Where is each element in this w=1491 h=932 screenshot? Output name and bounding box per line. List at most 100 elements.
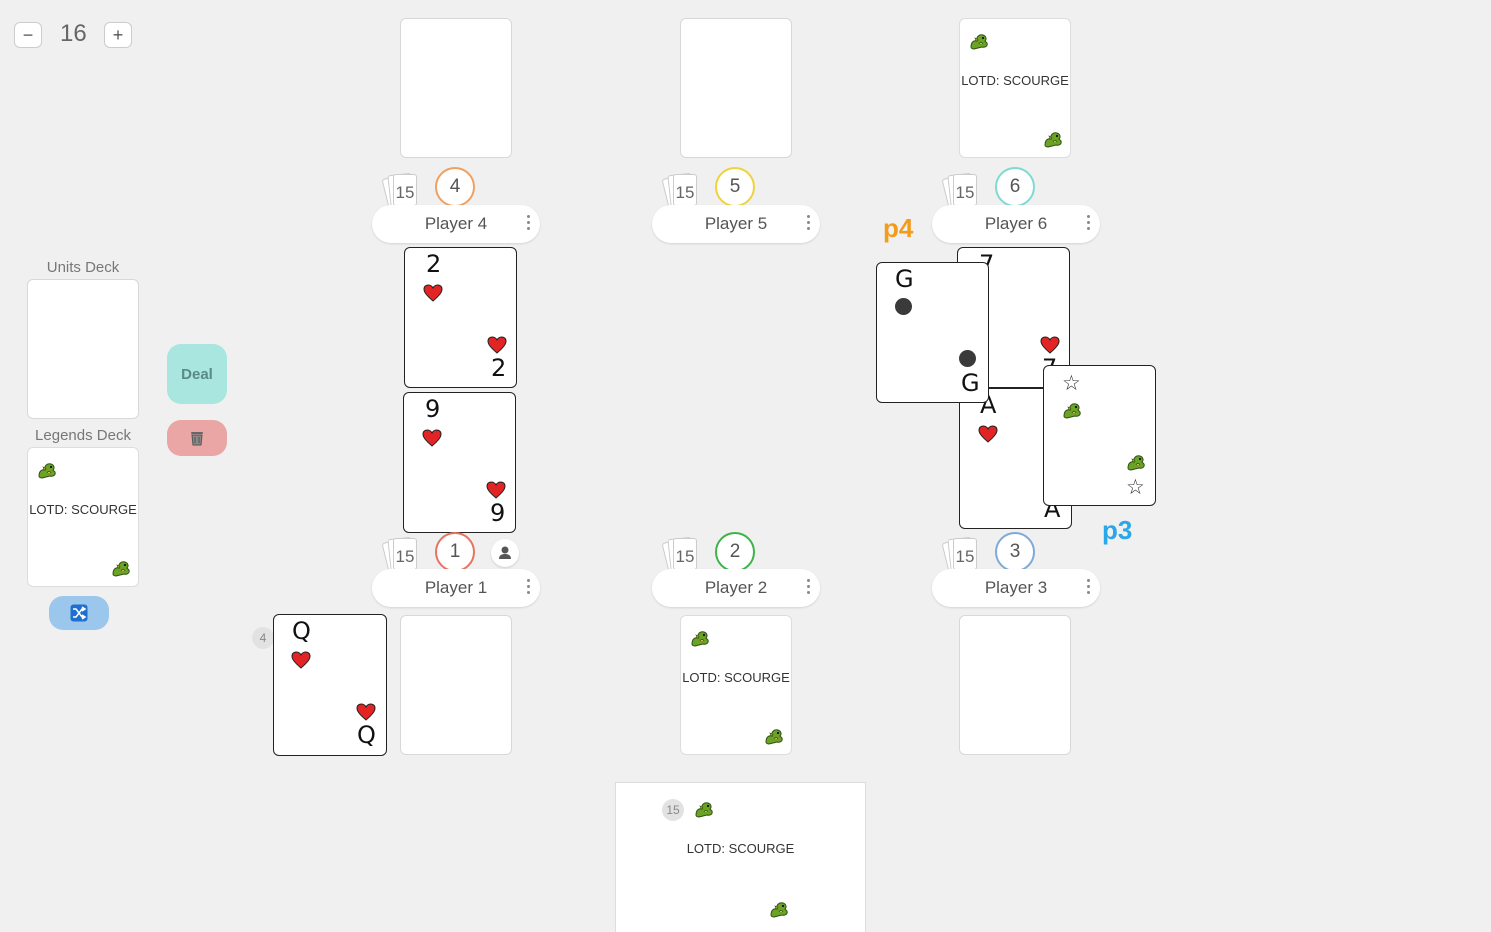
player1-name: Player 1 xyxy=(424,578,488,597)
hand-count-number: 15 xyxy=(395,547,415,566)
dragon-icon xyxy=(1042,129,1064,149)
player5-seat-badge: 5 xyxy=(715,167,755,207)
card-g-unit[interactable]: G G xyxy=(876,262,989,403)
dragon-icon xyxy=(110,558,132,578)
black-dot-icon xyxy=(895,298,912,315)
player5-name: Player 5 xyxy=(704,214,768,233)
p4-marker-label: p4 xyxy=(883,213,914,243)
player5-menu-icon[interactable] xyxy=(807,215,811,233)
heart-icon xyxy=(486,481,506,499)
card-rank: Q xyxy=(357,721,376,749)
player6-seat-badge: 6 xyxy=(995,167,1035,207)
heart-icon xyxy=(291,651,311,669)
player4-seat-badge: 4 xyxy=(435,167,475,207)
card-nine-of-hearts[interactable]: 9 9 xyxy=(403,392,516,533)
deal-button-label: Deal xyxy=(181,366,213,383)
player5-nameplate[interactable]: Player 5 xyxy=(652,205,820,243)
heart-icon xyxy=(487,336,507,354)
hand-count-number: 15 xyxy=(395,183,415,202)
heart-icon xyxy=(422,429,442,447)
player4-menu-icon[interactable] xyxy=(527,215,531,233)
dragon-icon xyxy=(1061,400,1083,420)
player3-menu-icon[interactable] xyxy=(1087,579,1091,597)
dragon-icon xyxy=(768,899,790,919)
p3-marker-label: p3 xyxy=(1102,515,1133,545)
black-dot-icon xyxy=(959,350,976,367)
star-icon: ☆ xyxy=(1062,371,1081,395)
count-badge: 15 xyxy=(662,799,684,821)
card-queen-of-hearts[interactable]: Q Q xyxy=(273,614,387,756)
user-icon[interactable] xyxy=(491,539,519,567)
player3-hand-count[interactable]: 15 xyxy=(941,534,985,575)
zoom-out-button[interactable]: − xyxy=(14,22,42,48)
dragon-icon xyxy=(968,31,990,51)
player5-hand-count[interactable]: 15 xyxy=(661,170,705,211)
dragon-icon xyxy=(36,460,58,480)
trash-button[interactable] xyxy=(167,420,227,456)
legends-deck[interactable]: LOTD: SCOURGE xyxy=(27,447,139,587)
card-star-dragon[interactable]: ☆ ☆ xyxy=(1043,365,1156,506)
card-rank: G xyxy=(961,369,980,397)
legend-card-text: LOTD: SCOURGE xyxy=(682,670,790,685)
hand-count-number: 15 xyxy=(675,547,695,566)
card-two-of-hearts[interactable]: 2 2 xyxy=(404,247,517,388)
heart-icon xyxy=(423,284,443,302)
player2-legend-card[interactable]: LOTD: SCOURGE xyxy=(680,615,792,755)
dragon-icon xyxy=(693,799,715,819)
player1-hand-count[interactable]: 15 xyxy=(381,534,425,575)
player3-name: Player 3 xyxy=(984,578,1048,597)
heart-icon xyxy=(356,703,376,721)
units-deck[interactable] xyxy=(27,279,139,419)
heart-icon xyxy=(978,425,998,443)
heart-icon xyxy=(1040,336,1060,354)
card-rank: G xyxy=(895,265,914,293)
dragon-icon xyxy=(1125,452,1147,472)
zoom-level: 16 xyxy=(60,20,87,47)
shuffle-icon xyxy=(70,604,88,622)
card-rank: 2 xyxy=(491,354,507,382)
dragon-icon xyxy=(763,726,785,746)
player4-name: Player 4 xyxy=(424,214,488,233)
star-icon: ☆ xyxy=(1126,475,1145,499)
player1-slot-card[interactable] xyxy=(400,615,512,755)
deal-button[interactable]: Deal xyxy=(167,344,227,404)
legend-preview-text: LOTD: SCOURGE xyxy=(686,841,795,856)
player2-name: Player 2 xyxy=(704,578,768,597)
legend-preview-panel[interactable]: 15 LOTD: SCOURGE xyxy=(615,782,866,932)
legend-card-text: LOTD: SCOURGE xyxy=(961,73,1069,88)
units-deck-label: Units Deck xyxy=(46,259,120,276)
player2-seat-badge: 2 xyxy=(715,532,755,572)
player6-nameplate[interactable]: Player 6 xyxy=(932,205,1100,243)
hand-count-number: 15 xyxy=(675,183,695,202)
player3-slot-card[interactable] xyxy=(959,615,1071,755)
player2-nameplate[interactable]: Player 2 xyxy=(652,569,820,607)
player6-hand-count[interactable]: 15 xyxy=(941,170,985,211)
zoom-in-button[interactable]: + xyxy=(104,22,132,48)
hand-count-number: 15 xyxy=(955,183,975,202)
player1-seat-badge: 1 xyxy=(435,532,475,572)
player6-name: Player 6 xyxy=(984,214,1048,233)
player4-hand-count[interactable]: 15 xyxy=(381,170,425,211)
player6-legend-card[interactable]: LOTD: SCOURGE xyxy=(959,18,1071,158)
card-rank: 9 xyxy=(490,499,506,527)
card-rank: Q xyxy=(292,617,311,645)
player6-menu-icon[interactable] xyxy=(1087,215,1091,233)
hand-count-number: 15 xyxy=(955,547,975,566)
player1-nameplate[interactable]: Player 1 xyxy=(372,569,540,607)
player5-slot-card[interactable] xyxy=(680,18,792,158)
trash-icon xyxy=(191,432,203,446)
card-count-badge: 4 xyxy=(252,627,274,649)
player2-menu-icon[interactable] xyxy=(807,579,811,597)
player1-menu-icon[interactable] xyxy=(527,579,531,597)
card-rank: 9 xyxy=(425,395,441,423)
player3-nameplate[interactable]: Player 3 xyxy=(932,569,1100,607)
legends-deck-label: Legends Deck xyxy=(35,427,131,444)
card-rank: 2 xyxy=(426,250,442,278)
player3-seat-badge: 3 xyxy=(995,532,1035,572)
dragon-icon xyxy=(689,628,711,648)
shuffle-button[interactable] xyxy=(49,596,109,630)
player2-hand-count[interactable]: 15 xyxy=(661,534,705,575)
legends-card-text: LOTD: SCOURGE xyxy=(29,502,137,517)
player4-slot-card[interactable] xyxy=(400,18,512,158)
player4-nameplate[interactable]: Player 4 xyxy=(372,205,540,243)
